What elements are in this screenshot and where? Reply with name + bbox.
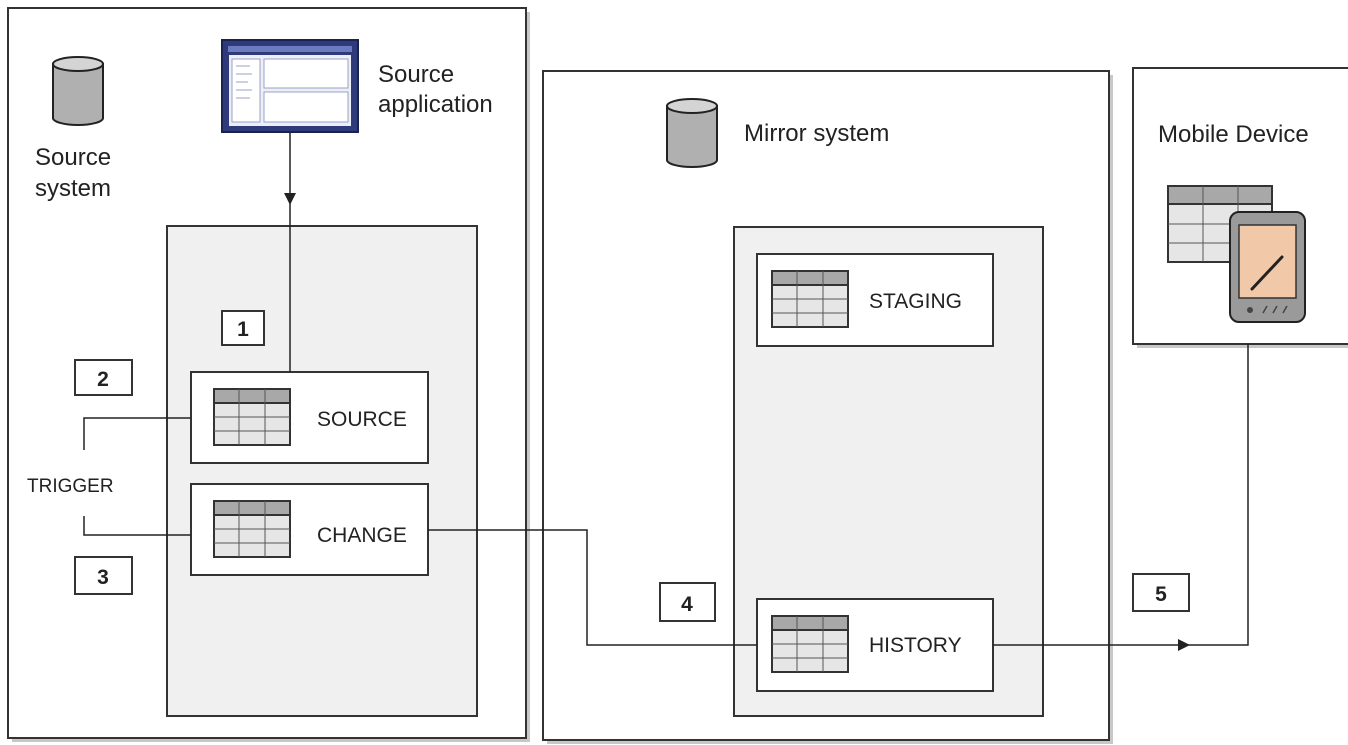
source-application-label-line2: application [378, 91, 493, 118]
staging-table-box: STAGING [756, 253, 994, 347]
trigger-bracket-bottom [83, 516, 191, 536]
arrowhead-down-icon [284, 193, 296, 205]
table-icon [771, 615, 849, 673]
step-1-badge: 1 [221, 310, 265, 346]
source-database-panel [166, 225, 478, 717]
source-system-label-line1: Source [35, 144, 111, 171]
source-table-box: SOURCE [190, 371, 429, 464]
table-icon [213, 388, 291, 446]
step-1-number: 1 [237, 318, 249, 341]
step-4-badge: 4 [659, 582, 716, 622]
application-window-icon [221, 39, 359, 133]
step-3-number: 3 [97, 566, 109, 589]
table-icon [771, 270, 849, 328]
staging-table-label: STAGING [869, 290, 962, 313]
step-5-number: 5 [1155, 583, 1167, 606]
history-table-label: HISTORY [869, 634, 962, 657]
arrowhead-right-icon [1178, 639, 1190, 651]
mobile-device-label: Mobile Device [1158, 121, 1309, 148]
source-application-label-line1: Source [378, 61, 454, 88]
trigger-bracket-top [83, 417, 191, 450]
database-icon [52, 56, 104, 126]
trigger-label: TRIGGER [27, 476, 114, 497]
history-to-mobile-connector [993, 344, 1249, 646]
database-icon [666, 98, 718, 168]
mirror-system-label: Mirror system [744, 120, 889, 147]
table-icon [213, 500, 291, 558]
step-5-badge: 5 [1132, 573, 1190, 612]
handheld-device-icon [1229, 211, 1306, 323]
change-to-history-connector [428, 529, 757, 646]
change-table-label: CHANGE [317, 524, 407, 547]
source-table-label: SOURCE [317, 408, 407, 431]
step-4-number: 4 [681, 593, 693, 616]
step-2-badge: 2 [74, 359, 133, 396]
step-2-number: 2 [97, 368, 109, 391]
change-table-box: CHANGE [190, 483, 429, 576]
step-3-badge: 3 [74, 556, 133, 595]
source-system-label-line2: system [35, 175, 111, 202]
history-table-box: HISTORY [756, 598, 994, 692]
